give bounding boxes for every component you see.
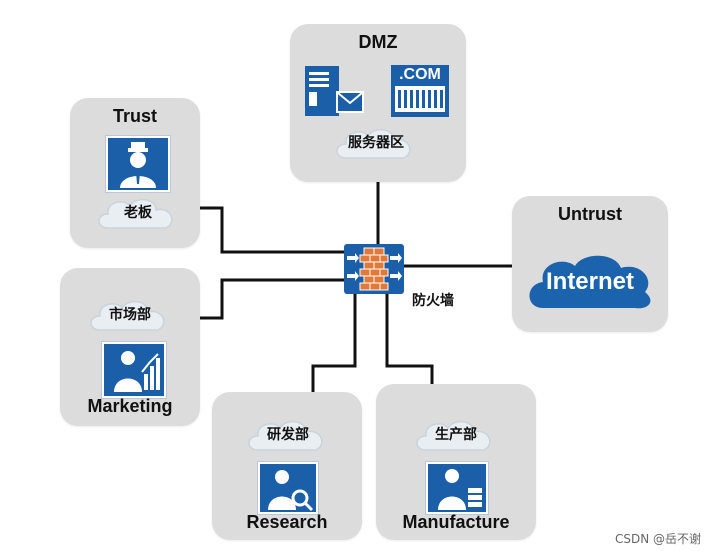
link-manufacture-firewall xyxy=(385,294,434,384)
research-person-icon xyxy=(258,462,318,514)
zone-dmz-title: DMZ xyxy=(358,32,398,52)
link-research-firewall xyxy=(311,294,357,392)
cloud-research: 研发部 xyxy=(244,414,332,458)
watermark: CSDN @岳不谢 xyxy=(614,532,701,546)
cloud-marketing: 市场部 xyxy=(86,294,174,338)
marketing-person-icon xyxy=(102,342,166,398)
cloud-dmz-label: 服务器区 xyxy=(348,135,404,151)
cloud-manufacture: 生产部 xyxy=(412,414,500,458)
zone-trust: Trust 老板 xyxy=(70,98,200,248)
zone-research: 研发部 Research xyxy=(212,392,362,540)
boss-icon xyxy=(106,136,170,192)
zone-untrust-title: Untrust xyxy=(558,204,622,224)
zone-marketing-title: Marketing xyxy=(87,396,173,416)
link-trust-firewall xyxy=(200,206,344,254)
manufacture-person-icon xyxy=(426,462,488,514)
zone-research-title: Research xyxy=(246,512,328,532)
internet-cloud: Internet xyxy=(523,252,657,314)
zone-untrust: Untrust xyxy=(512,196,668,332)
zone-manufacture: 生产部 Manufacture xyxy=(376,384,536,540)
zone-dmz: DMZ .COM xyxy=(290,24,466,182)
web-server-icon: .COM xyxy=(390,64,450,118)
cloud-research-label: 研发部 xyxy=(267,427,309,443)
cloud-dmz: 服务器区 xyxy=(332,122,420,166)
internet-label: Internet xyxy=(545,268,634,295)
firewall-label: 防火墙 xyxy=(412,293,454,309)
zone-manufacture-title: Manufacture xyxy=(402,512,510,532)
web-server-icon-text: .COM xyxy=(399,66,441,83)
link-marketing-firewall xyxy=(200,278,344,320)
cloud-manufacture-label: 生产部 xyxy=(435,427,477,443)
cloud-trust-label: 老板 xyxy=(124,205,152,221)
mail-server-icon xyxy=(303,64,365,120)
cloud-marketing-label: 市场部 xyxy=(109,307,151,323)
cloud-trust: 老板 xyxy=(94,192,182,236)
zone-marketing: 市场部 Marketing xyxy=(60,268,200,426)
firewall-icon xyxy=(344,244,404,294)
zone-trust-title: Trust xyxy=(112,106,157,126)
